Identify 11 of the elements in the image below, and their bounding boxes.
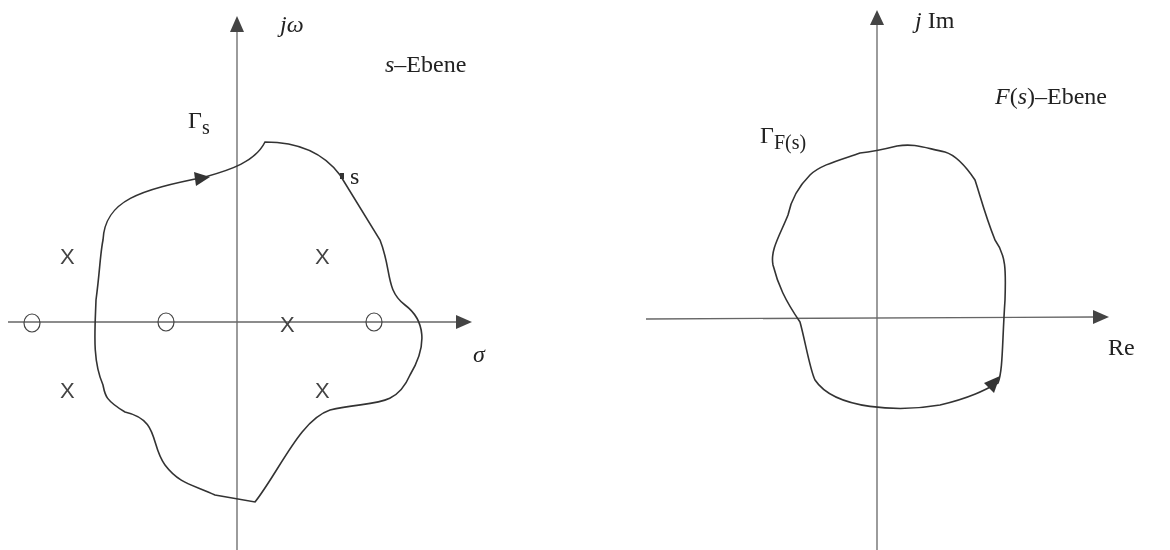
- contour-label: Γ$_{F(s)}$: [760, 123, 807, 152]
- plane-label: s–Ebene: [385, 52, 467, 76]
- contour-label: Γ$_{s}$: [188, 108, 210, 137]
- pole-label: X: [60, 380, 75, 402]
- axis-label: σ: [473, 342, 485, 366]
- pole-label: X: [315, 380, 330, 402]
- axis-label: Re: [1108, 335, 1135, 359]
- pole-label: X: [60, 246, 75, 268]
- pole-label: X: [315, 246, 330, 268]
- point-label: s: [350, 164, 360, 188]
- plane-label: F(s)–Ebene: [995, 84, 1107, 108]
